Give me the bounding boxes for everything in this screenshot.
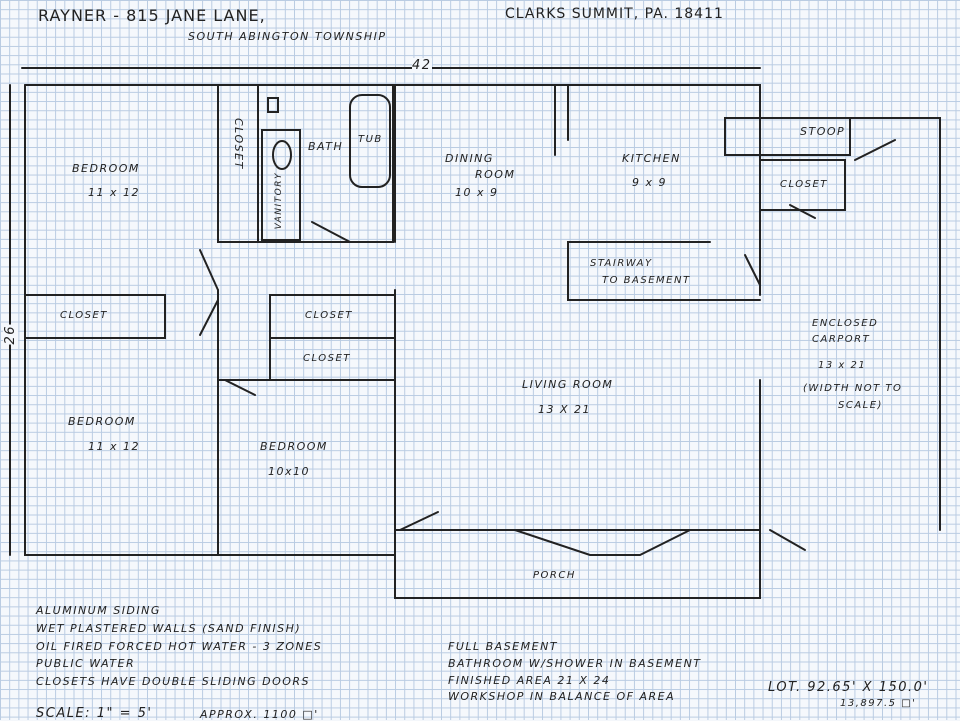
door-swing <box>224 379 256 396</box>
bay-window <box>514 529 691 556</box>
closet-bath-label: CLOSET <box>232 118 245 170</box>
stairway-label-2: TO BASEMENT <box>602 275 691 286</box>
door-swing <box>854 139 896 161</box>
scale-note: SCALE: 1" = 5' <box>36 706 153 721</box>
vanitory <box>261 129 301 241</box>
dining-size: 10 x 9 <box>455 186 499 199</box>
note-line: FINISHED AREA 21 X 24 <box>448 674 611 687</box>
door-swing <box>789 204 816 219</box>
closet-mid2-label: CLOSET <box>303 353 351 364</box>
bath-wall <box>217 84 394 243</box>
door-swing <box>311 221 351 243</box>
stoop-box <box>724 117 851 156</box>
bedroom3-label: BEDROOM <box>260 440 328 453</box>
closet-left-box <box>24 294 166 339</box>
bedroom2-label: BEDROOM <box>68 415 136 428</box>
note-line: FULL BASEMENT <box>448 640 559 653</box>
closet-left-label: CLOSET <box>60 310 108 321</box>
door-swing <box>769 529 806 551</box>
bedroom3-size: 10x10 <box>268 465 311 478</box>
header-township: SOUTH ABINGTON TOWNSHIP <box>188 30 387 43</box>
depth-label: 26 <box>3 325 18 345</box>
bedroom1-size: 11 x 12 <box>88 186 140 199</box>
stoop-label: STOOP <box>800 125 846 138</box>
door-swing <box>744 254 761 286</box>
outer-wall-top <box>24 84 761 296</box>
bedroom1-label: BEDROOM <box>72 162 140 175</box>
carport-note-1: (WIDTH NOT TO <box>803 383 903 394</box>
header-city: CLARKS SUMMIT, PA. 18411 <box>505 6 724 22</box>
living-size: 13 X 21 <box>538 403 592 416</box>
lot-size: LOT. 92.65' X 150.0' <box>768 680 929 695</box>
door-swing <box>199 249 219 291</box>
outer-wall-left <box>24 84 396 556</box>
closet-side-label: CLOSET <box>780 179 828 190</box>
lot-area: 13,897.5 □' <box>840 698 917 709</box>
width-label: 42 <box>412 58 432 73</box>
note-line: BATHROOM W/SHOWER IN BASEMENT <box>448 657 702 670</box>
toilet-icon <box>267 97 279 113</box>
door-swing <box>199 299 219 336</box>
tub-label: TUB <box>358 134 383 145</box>
porch-wall <box>394 289 761 599</box>
sink-icon <box>272 140 292 170</box>
note-line: CLOSETS HAVE DOUBLE SLIDING DOORS <box>36 675 311 688</box>
carport-label-1: ENCLOSED <box>812 318 879 329</box>
bedroom2-size: 11 x 12 <box>88 440 140 453</box>
bath-label: BATH <box>308 140 344 153</box>
dining-label-2: ROOM <box>475 168 516 181</box>
living-label: LIVING ROOM <box>522 378 614 391</box>
carport-size: 13 x 21 <box>818 360 867 371</box>
stairway-label-1: STAIRWAY <box>590 258 653 269</box>
note-line: WORKSHOP IN BALANCE OF AREA <box>448 690 676 703</box>
note-line: PUBLIC WATER <box>36 657 136 670</box>
closet-side-box <box>759 159 846 211</box>
closet-mid1-label: CLOSET <box>305 310 353 321</box>
note-line: WET PLASTERED WALLS (SAND FINISH) <box>36 622 302 635</box>
approx-area: APPROX. 1100 □' <box>200 708 319 721</box>
note-line: ALUMINUM SIDING <box>36 604 161 617</box>
door-swing <box>399 511 439 531</box>
tub-shape <box>349 94 391 188</box>
dining-label-1: DINING <box>445 152 494 165</box>
porch-label: PORCH <box>533 570 576 581</box>
carport-note-2: SCALE) <box>838 400 883 411</box>
kitchen-size: 9 x 9 <box>632 176 667 189</box>
stairway-box <box>567 241 761 301</box>
note-line: OIL FIRED FORCED HOT WATER - 3 ZONES <box>36 640 323 653</box>
header-title: RAYNER - 815 JANE LANE, <box>38 6 266 25</box>
kitchen-label: KITCHEN <box>622 152 681 165</box>
vanitory-label: VANITORY <box>274 172 284 230</box>
carport-label-2: CARPORT <box>812 334 871 345</box>
